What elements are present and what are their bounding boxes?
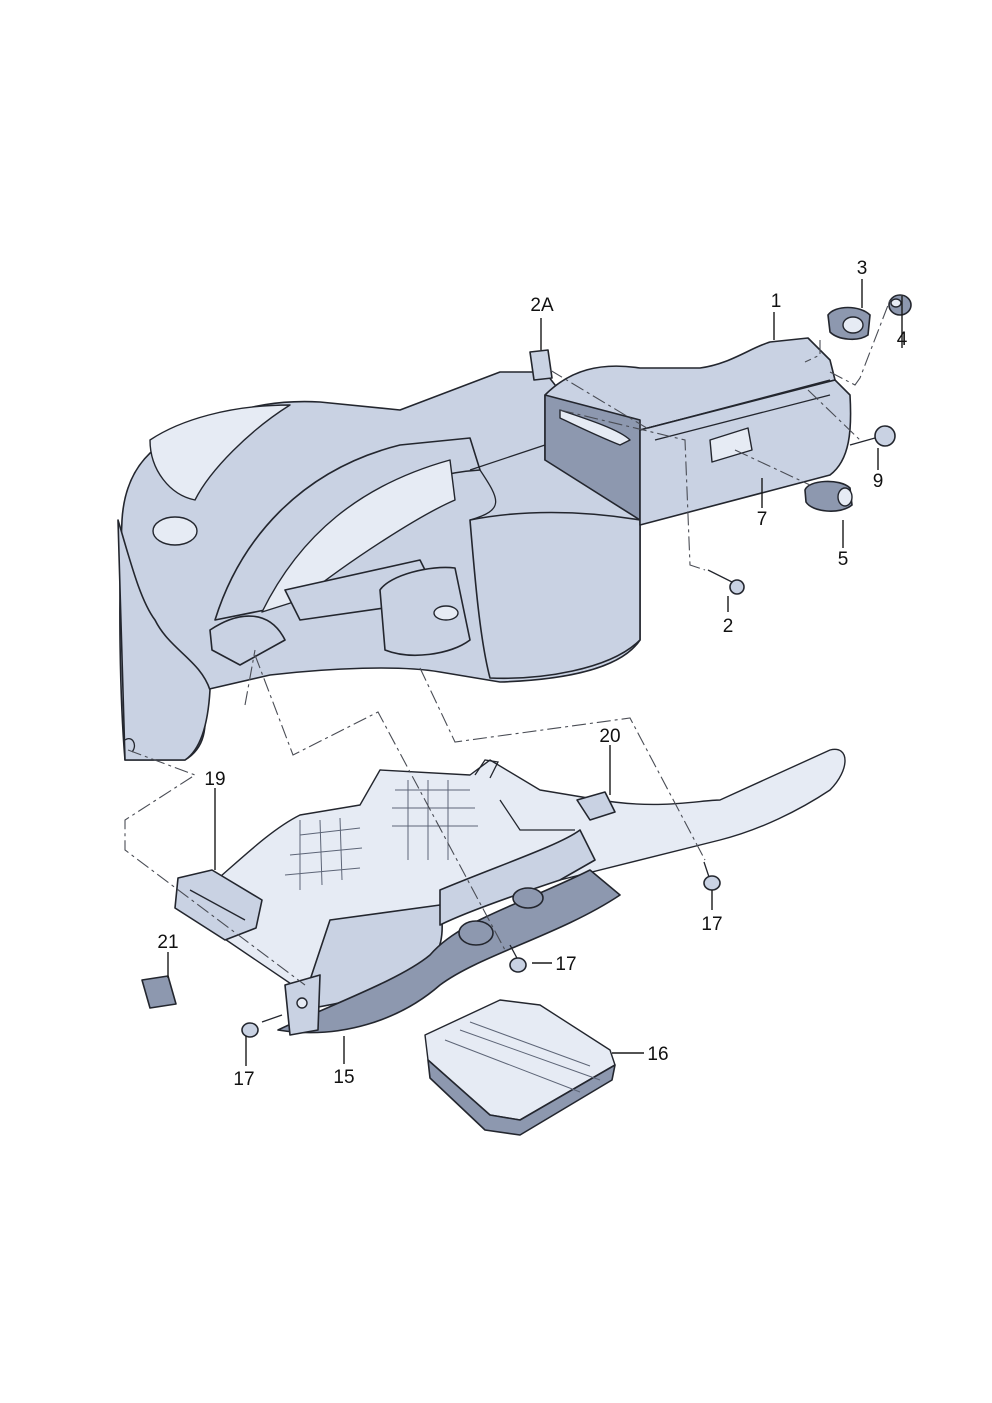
clip-part-20 <box>576 791 616 821</box>
callout-2: 2 <box>723 616 734 637</box>
assembly-lines <box>124 299 891 986</box>
callout-21: 21 <box>157 932 178 953</box>
screw-part-2 <box>707 569 745 595</box>
clip-part-21 <box>141 975 177 1009</box>
callout-20: 20 <box>599 726 620 747</box>
trim-vent-right <box>512 887 544 909</box>
callout-labels: 1 2 2A 3 4 5 7 9 15 16 17 17 17 19 20 21 <box>157 258 907 1090</box>
lower-trim-panel <box>184 748 846 1036</box>
callout-4: 4 <box>897 329 908 350</box>
screw-17-left <box>241 1014 283 1038</box>
callout-17-center: 17 <box>555 954 576 975</box>
lock-cylinder-part-3 <box>827 306 871 341</box>
lock-barrel-part-5 <box>804 480 853 512</box>
trim-vent-left <box>458 920 494 946</box>
screw-17-right <box>703 861 721 891</box>
screw-17-center <box>509 944 527 973</box>
callout-2a: 2A <box>530 295 554 316</box>
callout-16: 16 <box>647 1044 668 1065</box>
pin-part-9 <box>849 425 896 447</box>
callout-19: 19 <box>204 769 225 790</box>
storage-tray <box>424 999 616 1136</box>
glove-box-handle <box>709 427 753 463</box>
leader-lines <box>167 279 903 1066</box>
callout-5: 5 <box>838 549 849 570</box>
dashboard-speaker-cover <box>152 516 198 546</box>
dashboard-side-vent <box>209 615 286 666</box>
clip-part-2a <box>529 349 553 381</box>
callout-1: 1 <box>771 291 782 312</box>
buffer-part-4 <box>888 294 912 316</box>
glove-box-housing <box>544 337 852 526</box>
callout-7: 7 <box>757 509 768 530</box>
callout-17-left: 17 <box>233 1069 254 1090</box>
callout-9: 9 <box>873 471 884 492</box>
callout-3: 3 <box>857 258 868 279</box>
callout-17-right: 17 <box>701 914 722 935</box>
dashboard-assembly <box>117 371 641 761</box>
callout-15: 15 <box>333 1067 354 1088</box>
dashboard-center-bracket <box>379 566 471 656</box>
clip-part-19 <box>174 869 263 941</box>
